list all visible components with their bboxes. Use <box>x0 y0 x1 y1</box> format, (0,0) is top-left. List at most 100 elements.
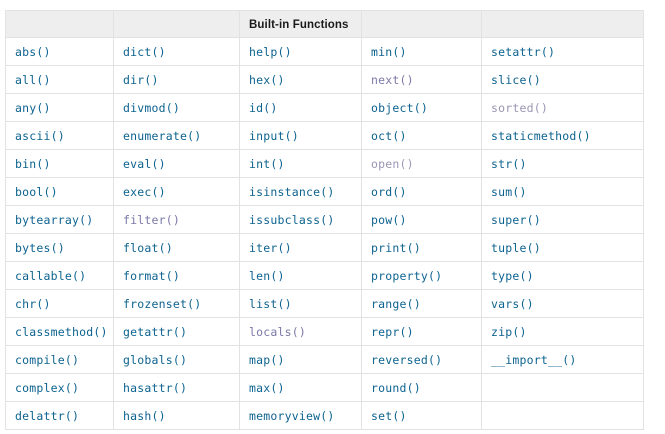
function-link-ord[interactable]: ord() <box>371 185 407 199</box>
function-link-staticmethod[interactable]: staticmethod() <box>491 129 591 143</box>
function-link-map[interactable]: map() <box>249 353 285 367</box>
function-link-type[interactable]: type() <box>491 269 534 283</box>
function-link-callable[interactable]: callable() <box>15 269 87 283</box>
table-cell: print() <box>361 233 482 262</box>
table-cell: any() <box>5 93 114 122</box>
function-link-globals[interactable]: globals() <box>123 353 188 367</box>
function-link-abs[interactable]: abs() <box>15 45 51 59</box>
function-link-format[interactable]: format() <box>123 269 180 283</box>
function-link-classmethod[interactable]: classmethod() <box>15 325 108 339</box>
function-link-min[interactable]: min() <box>371 45 407 59</box>
function-link-help[interactable]: help() <box>249 45 292 59</box>
function-link-dir[interactable]: dir() <box>123 73 159 87</box>
function-link-zip[interactable]: zip() <box>491 325 527 339</box>
table-cell: ord() <box>361 177 482 206</box>
function-link-repr[interactable]: repr() <box>371 325 414 339</box>
function-link-oct[interactable]: oct() <box>371 129 407 143</box>
function-link-property[interactable]: property() <box>371 269 443 283</box>
function-link-eval[interactable]: eval() <box>123 157 166 171</box>
table-cell: oct() <box>361 121 482 150</box>
table-row: chr() frozenset() list() range() vars() <box>5 289 644 318</box>
table-cell: property() <box>361 261 482 290</box>
function-link-next[interactable]: next() <box>371 73 414 87</box>
table-cell: max() <box>239 373 362 402</box>
table-row: bool() exec() isinstance() ord() sum() <box>5 177 644 206</box>
table-cell: hash() <box>113 401 240 430</box>
function-link-int[interactable]: int() <box>249 157 285 171</box>
function-link-slice[interactable]: slice() <box>491 73 541 87</box>
function-link-isinstance[interactable]: isinstance() <box>249 185 335 199</box>
table-row: complex() hasattr() max() round() <box>5 373 644 402</box>
function-link-hash[interactable]: hash() <box>123 409 166 423</box>
table-cell: classmethod() <box>5 317 114 346</box>
function-link-set[interactable]: set() <box>371 409 407 423</box>
table-cell: divmod() <box>113 93 240 122</box>
function-link-enumerate[interactable]: enumerate() <box>123 129 202 143</box>
table-cell: bytearray() <box>5 205 114 234</box>
builtin-functions-table: Built-in Functions abs() dict() help() min(… <box>5 10 644 430</box>
table-cell: complex() <box>5 373 114 402</box>
function-link-object[interactable]: object() <box>371 101 428 115</box>
function-link-tuple[interactable]: tuple() <box>491 241 541 255</box>
function-link-iter[interactable]: iter() <box>249 241 292 255</box>
function-link-print[interactable]: print() <box>371 241 421 255</box>
function-link-compile[interactable]: compile() <box>15 353 80 367</box>
function-link-sorted[interactable]: sorted() <box>491 101 548 115</box>
table-body: abs() dict() help() min() setattr() all() dir(… <box>5 37 644 430</box>
function-link-getattr[interactable]: getattr() <box>123 325 188 339</box>
function-link-divmod[interactable]: divmod() <box>123 101 180 115</box>
function-link-memoryview[interactable]: memoryview() <box>249 409 335 423</box>
function-link-setattr[interactable]: setattr() <box>491 45 556 59</box>
function-link-frozenset[interactable]: frozenset() <box>123 297 202 311</box>
table-row: abs() dict() help() min() setattr() <box>5 37 644 66</box>
function-link-len[interactable]: len() <box>249 269 285 283</box>
table-cell: bin() <box>5 149 114 178</box>
table-cell: iter() <box>239 233 362 262</box>
function-link-issubclass[interactable]: issubclass() <box>249 213 335 227</box>
function-link-list[interactable]: list() <box>249 297 292 311</box>
function-link-vars[interactable]: vars() <box>491 297 534 311</box>
function-link-any[interactable]: any() <box>15 101 51 115</box>
function-link-pow[interactable]: pow() <box>371 213 407 227</box>
function-link-float[interactable]: float() <box>123 241 173 255</box>
function-link-sum[interactable]: sum() <box>491 185 527 199</box>
table-cell: int() <box>239 149 362 178</box>
table-cell: len() <box>239 261 362 290</box>
table-cell: round() <box>361 373 482 402</box>
function-link-hasattr[interactable]: hasattr() <box>123 381 188 395</box>
table-header: Built-in Functions <box>5 10 644 38</box>
table-cell: id() <box>239 93 362 122</box>
table-cell: vars() <box>481 289 644 318</box>
function-link-input[interactable]: input() <box>249 129 299 143</box>
function-link-delattr[interactable]: delattr() <box>15 409 80 423</box>
function-link-bool[interactable]: bool() <box>15 185 58 199</box>
function-link-reversed[interactable]: reversed() <box>371 353 443 367</box>
function-link-exec[interactable]: exec() <box>123 185 166 199</box>
function-link-hex[interactable]: hex() <box>249 73 285 87</box>
function-link-ascii[interactable]: ascii() <box>15 129 65 143</box>
function-link-bytearray[interactable]: bytearray() <box>15 213 94 227</box>
function-link-super[interactable]: super() <box>491 213 541 227</box>
table-cell: type() <box>481 261 644 290</box>
function-link-locals[interactable]: locals() <box>249 325 306 339</box>
function-link-_import_[interactable]: __import__() <box>491 353 577 367</box>
function-link-filter[interactable]: filter() <box>123 213 180 227</box>
function-link-bytes[interactable]: bytes() <box>15 241 65 255</box>
function-link-range[interactable]: range() <box>371 297 421 311</box>
function-link-all[interactable]: all() <box>15 73 51 87</box>
table-cell: zip() <box>481 317 644 346</box>
function-link-open[interactable]: open() <box>371 157 414 171</box>
function-link-bin[interactable]: bin() <box>15 157 51 171</box>
table-cell: object() <box>361 93 482 122</box>
table-cell: map() <box>239 345 362 374</box>
function-link-dict[interactable]: dict() <box>123 45 166 59</box>
function-link-chr[interactable]: chr() <box>15 297 51 311</box>
function-link-id[interactable]: id() <box>249 101 278 115</box>
table-row: delattr() hash() memoryview() set() <box>5 401 644 430</box>
function-link-round[interactable]: round() <box>371 381 421 395</box>
function-link-max[interactable]: max() <box>249 381 285 395</box>
table-cell: hex() <box>239 65 362 94</box>
function-link-complex[interactable]: complex() <box>15 381 80 395</box>
table-cell: set() <box>361 401 482 430</box>
function-link-str[interactable]: str() <box>491 157 527 171</box>
